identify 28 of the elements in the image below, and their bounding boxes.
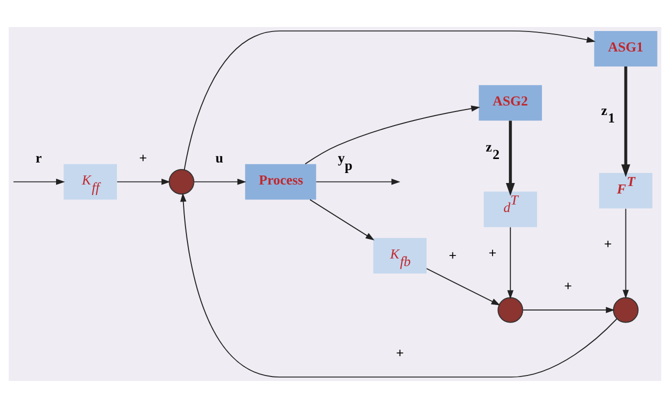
arrow: [522, 306, 615, 314]
node-circle: [612, 297, 639, 323]
edge-label: +: [604, 236, 612, 252]
edge-label: +: [564, 278, 572, 294]
arrow: [316, 178, 400, 185]
arrow: [426, 268, 500, 306]
arrow: [622, 208, 629, 299]
arrow: [12, 178, 65, 185]
node-circle: [168, 169, 194, 195]
edge-label: +: [396, 346, 404, 361]
arrow: [506, 120, 515, 196]
arrow: [184, 30, 596, 170]
edge-label: u: [216, 150, 224, 166]
node-box: ASG2: [478, 85, 542, 121]
edge-label: +: [488, 246, 497, 261]
arrow: [621, 66, 630, 178]
node-box: ASG1: [594, 30, 658, 66]
arrow: [116, 178, 170, 185]
arrow: [507, 226, 514, 300]
edge-label: +: [139, 150, 147, 166]
edge-label: +: [448, 248, 457, 263]
arrow: [194, 178, 246, 185]
arrow: [180, 192, 618, 378]
edge-label: r: [36, 150, 42, 166]
node-box: Process: [245, 164, 316, 200]
node-circle: [498, 297, 524, 323]
arrow: [304, 106, 480, 164]
arrow: [310, 199, 374, 240]
